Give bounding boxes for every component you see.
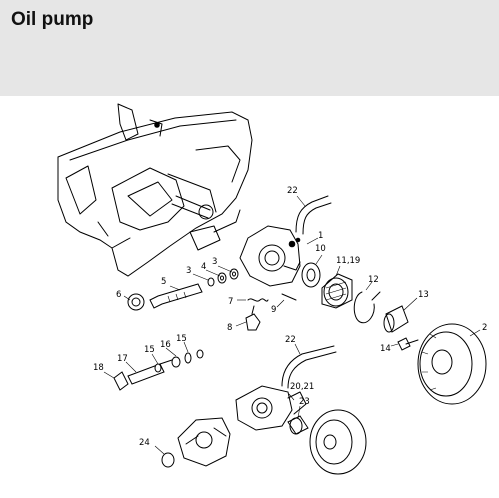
label-22b: 22	[285, 335, 296, 345]
label-17: 17	[117, 354, 128, 364]
sprocket	[309, 409, 367, 475]
valve-assembly	[113, 349, 204, 391]
label-5: 5	[161, 277, 166, 287]
label-14: 14	[380, 344, 391, 354]
label-15b: 15	[144, 345, 155, 355]
clutch-drum	[417, 323, 487, 405]
pin-9	[281, 293, 297, 301]
pump-spring	[247, 298, 269, 302]
label-15a: 15	[176, 334, 187, 344]
screw-14	[397, 337, 419, 351]
adjusting-screw	[127, 283, 203, 311]
label-7: 7	[228, 297, 233, 307]
label-6: 6	[116, 290, 121, 300]
label-3b: 3	[212, 257, 217, 267]
sleeve	[383, 305, 409, 333]
label-10: 10	[315, 244, 326, 254]
label-3a: 3	[186, 266, 191, 276]
label-22a: 22	[287, 186, 298, 196]
label-24: 24	[139, 438, 150, 448]
oil-hose-top	[295, 195, 332, 235]
part-labels: 1 2 3 3 4 5 6 7 8 9 10 11,19 12 13 14 15…	[93, 186, 487, 448]
label-1: 1	[318, 231, 323, 241]
plug-24	[161, 452, 175, 468]
washer-10	[301, 262, 321, 288]
label-18: 18	[93, 363, 104, 373]
label-8: 8	[227, 323, 232, 333]
leader-lines	[103, 195, 481, 455]
oil-hose-lower	[281, 345, 337, 389]
oil-pump-lower	[235, 385, 307, 431]
worm-gear	[321, 273, 353, 309]
seal-rings	[207, 268, 239, 287]
label-2: 2	[482, 323, 487, 333]
oil-pump-body	[239, 225, 301, 287]
nipple-8	[245, 305, 261, 331]
label-9: 9	[271, 305, 276, 315]
label-12: 12	[368, 275, 379, 285]
header-bar: Oil pump	[0, 0, 499, 96]
label-23: 23	[299, 397, 310, 407]
crankcase-housing	[57, 103, 253, 277]
label-16: 16	[160, 340, 171, 350]
label-20-21: 20,21	[290, 382, 314, 392]
worm-23	[287, 415, 309, 435]
page-title: Oil pump	[11, 9, 94, 30]
label-13: 13	[418, 290, 429, 300]
spring-clip	[353, 291, 381, 324]
cover-plate	[177, 417, 231, 467]
label-11-19: 11,19	[336, 256, 360, 266]
label-4: 4	[201, 262, 206, 272]
oil-pump-exploded-diagram: 1 2 3 3 4 5 6 7 8 9 10 11,19 12 13 14 15…	[57, 103, 487, 475]
